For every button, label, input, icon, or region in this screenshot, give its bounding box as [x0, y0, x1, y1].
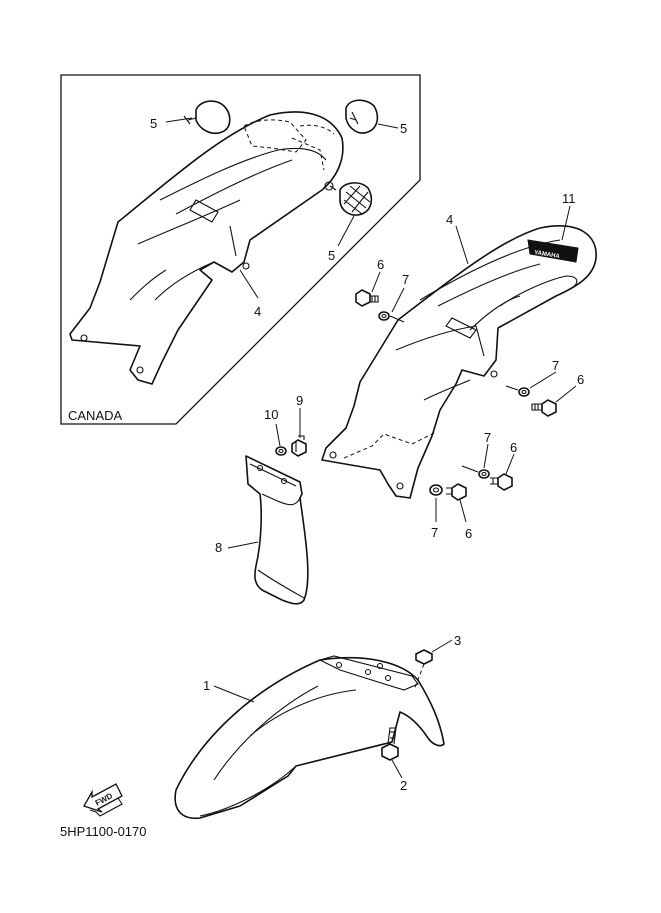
rear-fender [321, 225, 597, 499]
canada-inset: CANADA [60, 74, 421, 425]
callout-10: 10 [264, 407, 278, 422]
callout-5-a: 5 [150, 116, 157, 131]
callout-7-c: 7 [484, 430, 491, 445]
washer-lower-left [429, 484, 443, 496]
bolt-upper-left [355, 289, 379, 307]
callout-6-d: 6 [465, 526, 472, 541]
reflector-right [345, 99, 379, 134]
callout-11: 11 [562, 191, 576, 206]
bolt-right [531, 399, 557, 417]
callout-6-a: 6 [377, 257, 384, 272]
callout-6-c: 6 [510, 440, 517, 455]
callout-4-b: 4 [446, 212, 453, 227]
callout-3: 3 [454, 633, 461, 648]
bolt-lower-right [490, 473, 513, 491]
inset-caption: CANADA [68, 408, 123, 423]
callout-7-d: 7 [431, 525, 438, 540]
nut-3 [413, 649, 433, 691]
bolt-2 [381, 727, 399, 761]
callout-2: 2 [400, 778, 407, 793]
callout-5-b: 5 [400, 121, 407, 136]
washer-10 [275, 446, 287, 456]
bolt-9 [291, 435, 307, 457]
reflector-bottom [324, 181, 373, 216]
callout-1: 1 [203, 678, 210, 693]
rear-emblem: YAMAHA [527, 239, 579, 263]
callout-8: 8 [215, 540, 222, 555]
callout-6-b: 6 [577, 372, 584, 387]
washer-right [505, 385, 530, 397]
fwd-arrow-icon: FWD [83, 783, 123, 817]
reflector-left [183, 100, 231, 135]
washer-lower-center [461, 465, 490, 479]
inset-rear-fender [69, 111, 344, 385]
mud-flap [245, 455, 309, 605]
callout-7-b: 7 [552, 358, 559, 373]
bolt-lower-left [446, 483, 467, 501]
callout-5-c: 5 [328, 248, 335, 263]
callout-7-a: 7 [402, 272, 409, 287]
front-fender [174, 655, 445, 819]
callout-9: 9 [296, 393, 303, 408]
washer-upper-left [378, 311, 405, 323]
svg-text:YAMAHA: YAMAHA [534, 250, 561, 260]
drawing-code: 5HP1100-0170 [60, 824, 147, 839]
callout-4-a: 4 [254, 304, 261, 319]
